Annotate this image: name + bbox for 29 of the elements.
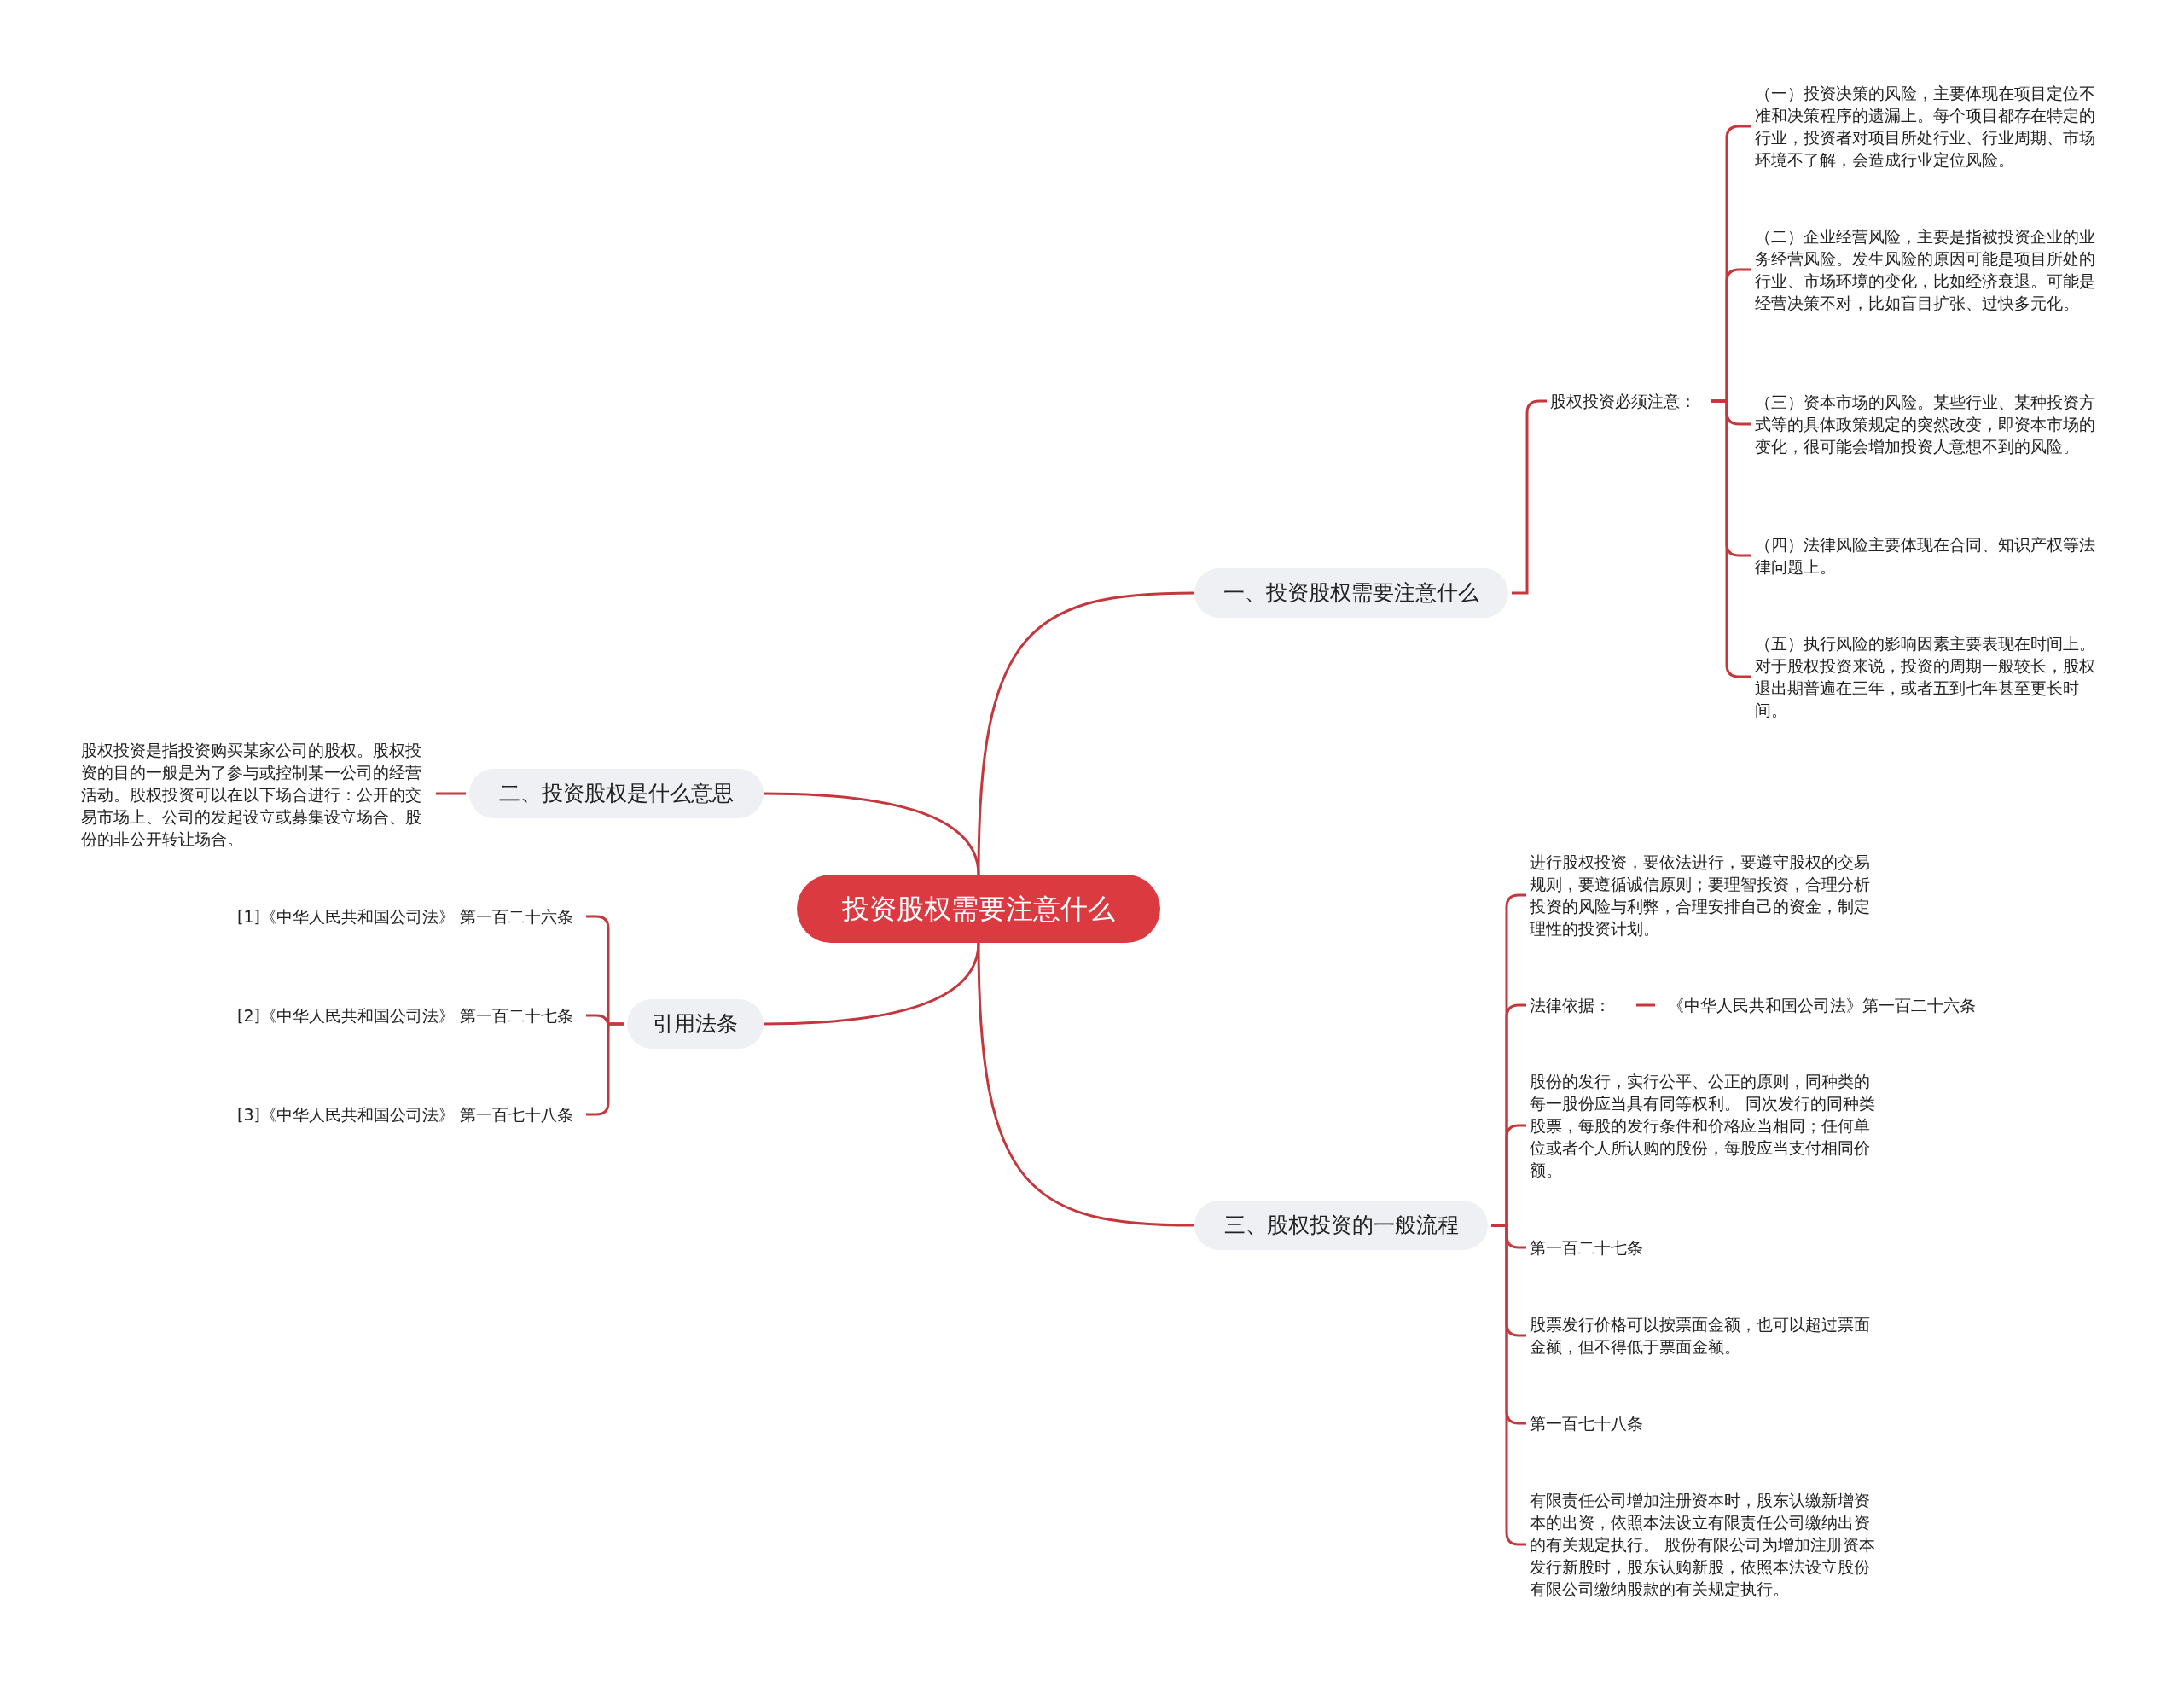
topic-pill: 三、股权投资的一般流程	[1194, 1201, 1488, 1250]
topic-text: （一）投资决策的风险，主要体现在项目定位不准和决策程序的遗漏上。每个项目都存在特定的行业，投资者对项目所处行业、行业周期、市场环境不了解，会造成行业定位风险。	[1755, 82, 2109, 171]
topic-text: 第一百二十七条	[1530, 1236, 1743, 1259]
topic-text: [3]《中华人民共和国公司法》 第一百七十八条	[237, 1103, 583, 1125]
connector	[763, 942, 980, 1026]
topic-text: （三）资本市场的风险。某些行业、某种投资方式等的具体政策规定的突然改变，即资本市场的变化，很可能会增加投资人意想不到的风险。	[1755, 391, 2109, 457]
topic-text: 股票发行价格可以按票面金额，也可以超过票面金额，但不得低于票面金额。	[1530, 1313, 1881, 1358]
topic-text: 股份的发行，实行公平、公正的原则，同种类的每一股份应当具有同等权利。 同次发行的同种类股票，每股的发行条件和价格应当相同；任何单位或者个人所认购的股份，每股应当支付相同价额。	[1530, 1070, 1881, 1181]
connector	[977, 942, 1195, 1227]
topic-text: （二）企业经营风险，主要是指被投资企业的业务经营风险。发生风险的原因可能是项目所处的行业、市场环境的变化，比如经济衰退。可能是经营决策不对，比如盲目扩张、过快多元化。	[1755, 225, 2109, 314]
topic-pill: 二、投资股权是什么意思	[469, 769, 764, 818]
topic-text: 股权投资必须注意：	[1550, 390, 1708, 412]
topic-text: 法律依据：	[1530, 994, 1623, 1016]
topic-text: 股权投资是指投资购买某家公司的股权。股权投资的目的一般是为了参与或控制某一公司的经营活动。股权投资可以在以下场合进行：公开的交易市场上、公司的发起设立或募集设立场合、股份的非公开转让场合。	[81, 739, 433, 850]
topic-text: 有限责任公司增加注册资本时，股东认缴新增资本的出资，依照本法设立有限责任公司缴纳出资的有关规定执行。 股份有限公司为增加注册资本发行新股时，股东认购新股，依照本法设立股份有限公司缴纳股款的有关规定执行。	[1530, 1489, 1881, 1600]
topic-pill: 引用法条	[627, 999, 764, 1049]
connector	[436, 792, 466, 795]
topic-text: 进行股权投资，要依法进行，要遵守股权的交易规则，要遵循诚信原则；要理智投资，合理分析投资的风险与利弊，合理安排自己的资金，制定理性的投资计划。	[1530, 851, 1881, 939]
topic-text: [2]《中华人民共和国公司法》 第一百二十七条	[237, 1004, 583, 1026]
topic-text: （五）执行风险的影响因素主要表现在时间上。对于股权投资来说，投资的周期一般较长，股权退出期普遍在三年，或者五到七年甚至更长时间。	[1755, 632, 2109, 721]
topic-text: 《中华人民共和国公司法》第一百二十六条	[1668, 994, 2009, 1016]
central-topic: 投资股权需要注意什么	[797, 875, 1160, 943]
topic-text: [1]《中华人民共和国公司法》 第一百二十六条	[237, 905, 583, 928]
topic-text: 第一百七十八条	[1530, 1412, 1743, 1434]
topic-text: （四）法律风险主要体现在合同、知识产权等法律问题上。	[1755, 533, 2109, 578]
connector	[1636, 1003, 1655, 1007]
connector	[763, 792, 980, 875]
connector	[977, 591, 1195, 875]
topic-pill: 一、投资股权需要注意什么	[1194, 568, 1508, 618]
